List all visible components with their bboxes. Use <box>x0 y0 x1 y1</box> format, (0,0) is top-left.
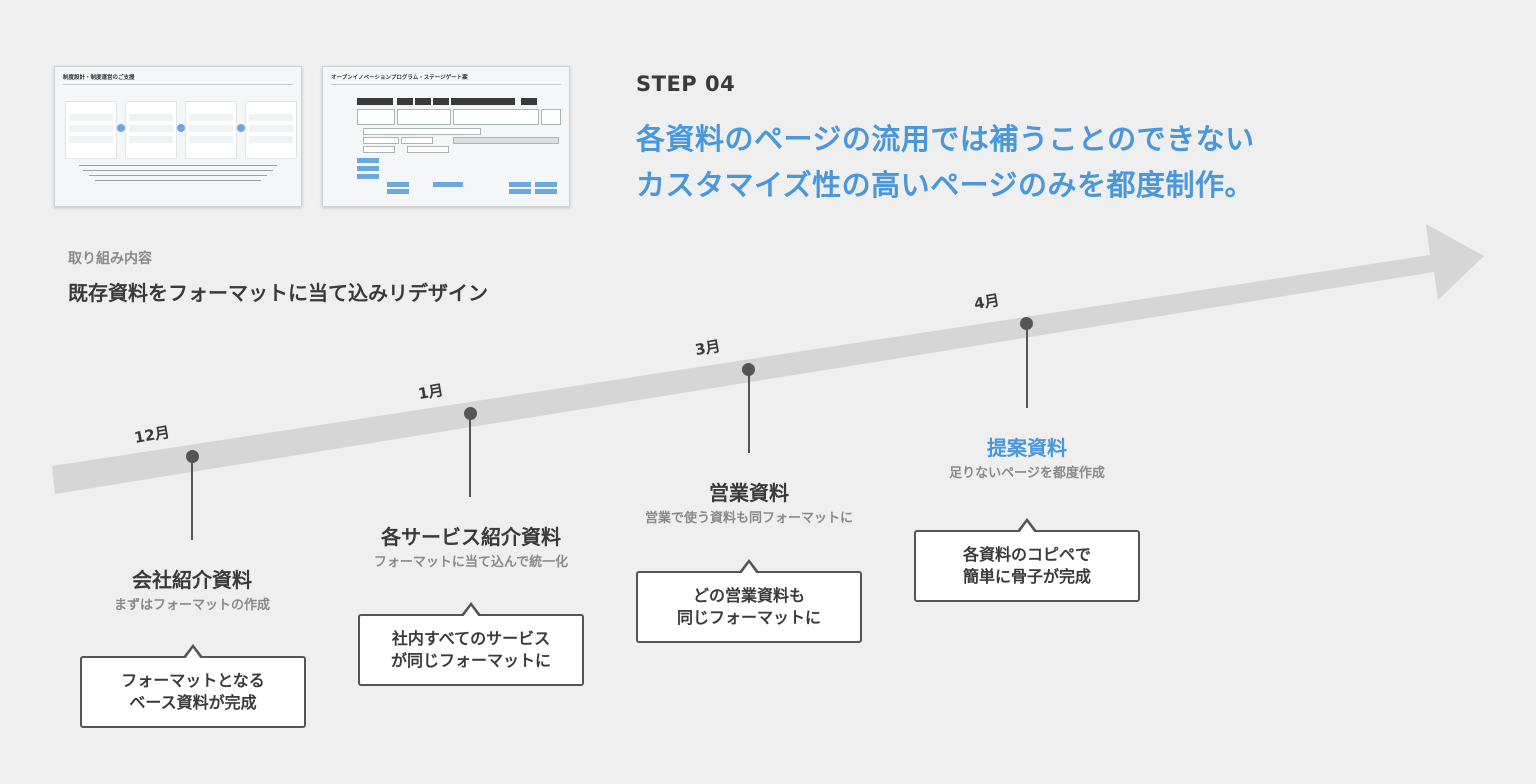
thumbnail-blue-bar <box>433 182 463 187</box>
thumbnail-blue-bar <box>357 174 379 179</box>
thumbnail-text-line <box>95 180 261 181</box>
headline: 各資料のページの流用では補うことのできない カスタマイズ性の高いページのみを都度… <box>636 116 1255 208</box>
milestone-subtitle: 足りないページを都度作成 <box>949 466 1105 481</box>
thumbnail-flow-box <box>401 137 433 144</box>
timeline-stem <box>469 419 471 497</box>
milestone-title: 各サービス紹介資料 <box>381 525 561 549</box>
milestone-bubble: フォーマットとなる ベース資料が完成 <box>80 644 306 728</box>
slide-thumbnail-2: オープンイノベーションプログラム・ステージゲート案 <box>322 66 570 207</box>
timeline-arrow-shape <box>52 224 1484 494</box>
thumbnail-rule <box>63 84 293 85</box>
thumbnail-column <box>125 101 177 159</box>
timeline-dot <box>186 450 199 463</box>
thumbnail-phase-bar <box>357 98 393 105</box>
milestone-title: 提案資料 <box>987 436 1067 460</box>
thumbnail-column <box>185 101 237 159</box>
thumbnail-blue-bar <box>509 182 531 187</box>
thumbnail-phase-bar <box>521 98 537 105</box>
milestone-subtitle: まずはフォーマットの作成 <box>113 598 270 613</box>
month-label-apr: 4月 <box>972 290 1001 314</box>
headline-line-2: カスタマイズ性の高いページのみを都度制作。 <box>636 168 1255 202</box>
headline-line-1: 各資料のページの流用では補うことのできない <box>636 122 1255 156</box>
thumbnail-flow-box <box>453 137 559 144</box>
thumbnail-phase-bar <box>433 98 449 105</box>
thumbnail-text-line <box>83 170 273 171</box>
thumbnail-blue-bar <box>357 166 379 171</box>
thumbnail-phase-bar <box>415 98 431 105</box>
slide-thumbnail-1: 制度設計・制度運営のご支援 <box>54 66 302 207</box>
timeline-stem <box>748 375 750 453</box>
milestone-bubble-text: どの営業資料も 同じフォーマットに <box>676 586 821 627</box>
thumbnail-text-line <box>89 175 267 176</box>
thumbnail-flow-box <box>407 146 449 153</box>
slide-thumbnail-title: 制度設計・制度運営のご支援 <box>63 75 135 81</box>
thumbnail-blue-bar <box>535 189 557 194</box>
timeline-dot <box>1020 317 1033 330</box>
month-label-mar: 3月 <box>693 336 722 360</box>
plus-icon <box>177 124 185 132</box>
month-label-jan: 1月 <box>416 380 445 404</box>
timeline-dot <box>464 407 477 420</box>
milestone-subtitle: 営業で使う資料も同フォーマットに <box>644 511 853 526</box>
slide-thumbnail-title: オープンイノベーションプログラム・ステージゲート案 <box>331 75 468 81</box>
plus-icon <box>117 124 125 132</box>
thumbnail-rule <box>331 84 561 85</box>
thumbnail-flow-box <box>363 128 481 135</box>
milestone-bubble: どの営業資料も 同じフォーマットに <box>636 559 862 643</box>
timeline-dot <box>742 363 755 376</box>
milestone-bubble-text: フォーマットとなる ベース資料が完成 <box>121 671 265 712</box>
timeline-stem <box>191 462 193 540</box>
thumbnail-flow-box <box>363 146 395 153</box>
section-label: 取り組み内容 <box>68 251 152 267</box>
step-label: STEP 04 <box>636 72 736 96</box>
timeline-stem <box>1026 330 1028 408</box>
thumbnail-stage-box <box>453 109 539 125</box>
milestone-bubble: 社内すべてのサービス が同じフォーマットに <box>358 602 584 686</box>
milestone-bubble: 各資料のコピペで 簡単に骨子が完成 <box>914 518 1140 602</box>
thumbnail-text-line <box>79 165 277 166</box>
thumbnail-blue-bar <box>535 182 557 187</box>
plus-icon <box>237 124 245 132</box>
milestone-title: 会社紹介資料 <box>132 568 252 592</box>
thumbnail-blue-bar <box>357 158 379 163</box>
milestone-bubble-text: 社内すべてのサービス が同じフォーマットに <box>390 629 551 670</box>
thumbnail-column <box>245 101 297 159</box>
thumbnail-blue-bar <box>387 189 409 194</box>
thumbnail-stage-box <box>541 109 561 125</box>
thumbnail-stage-box <box>357 109 395 125</box>
milestone-subtitle: フォーマットに当て込んで統一化 <box>373 555 569 570</box>
milestone-bubble-text: 各資料のコピペで 簡単に骨子が完成 <box>962 545 1091 586</box>
milestone-title: 営業資料 <box>709 481 789 505</box>
thumbnail-stage-box <box>397 109 451 125</box>
thumbnail-column <box>65 101 117 159</box>
thumbnail-blue-bar <box>509 189 531 194</box>
thumbnail-blue-bar <box>387 182 409 187</box>
section-title: 既存資料をフォーマットに当て込みリデザイン <box>68 281 488 305</box>
thumbnail-phase-bar <box>397 98 413 105</box>
thumbnail-phase-bar <box>451 98 515 105</box>
thumbnail-flow-box <box>363 137 399 144</box>
